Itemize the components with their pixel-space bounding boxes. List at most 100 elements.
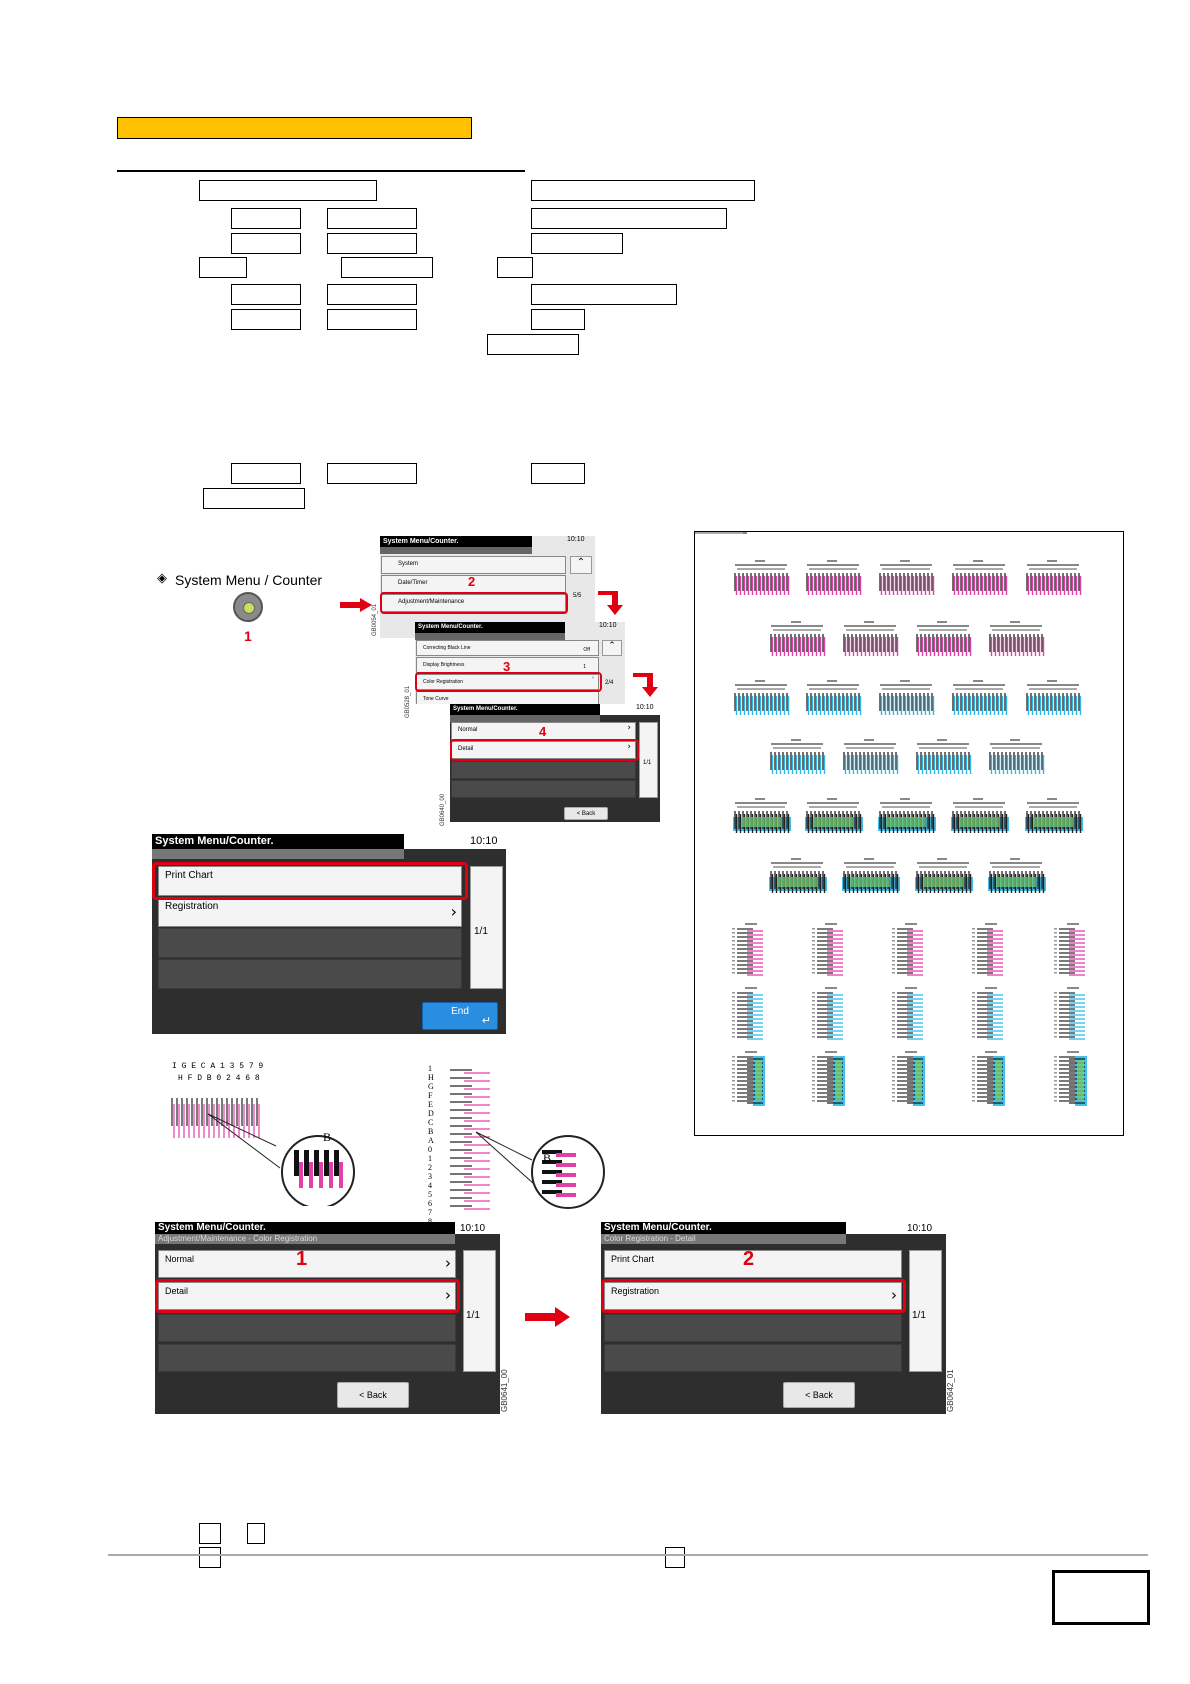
menu-item-print-chart[interactable]: Print Chart (158, 866, 462, 896)
chart-pattern (732, 923, 763, 976)
screen-adjust-color-registration: System Menu/Counter. Adjustment/Maintena… (155, 1222, 500, 1414)
chart-label-bottom: H F D B 0 2 4 6 8 (178, 1074, 260, 1083)
highlight-detail (450, 739, 639, 761)
chart-pattern (695, 532, 747, 534)
callout-3: 3 (503, 659, 511, 674)
image-code: GB0642_01 (946, 1369, 955, 1412)
chart-pattern (951, 798, 1009, 833)
scroll-bar[interactable] (909, 1250, 942, 1372)
menu-item-detail[interactable]: Detail› (158, 1282, 456, 1310)
menu-item-print-chart[interactable]: Print Chart (604, 1250, 902, 1278)
chart-pattern (805, 798, 863, 833)
chart-pattern (879, 680, 935, 715)
chart-pattern (879, 560, 935, 595)
chart-detail-vertical: 1 H G F E D C B A 0 1 2 3 4 5 6 7 8 9 B (428, 1062, 613, 1235)
highlight-print-chart (152, 862, 468, 900)
scroll-bar[interactable] (470, 866, 503, 989)
menu-item-system[interactable]: System (381, 556, 566, 574)
chart-pattern (770, 621, 826, 656)
scroll-up-button[interactable]: ⌃ (570, 556, 592, 574)
highlight-color-registration (415, 672, 602, 692)
highlight-adjustment (380, 592, 568, 614)
chart-pattern (806, 560, 862, 595)
arrow-right-icon (340, 598, 372, 612)
key-button-icon (233, 592, 263, 622)
magnifier-label: B (543, 1151, 552, 1165)
chart-detail-horizontal: I G E C A 1 3 5 7 9 H F D B 0 2 4 6 8 B (168, 1062, 373, 1207)
chart-fill (777, 877, 817, 887)
registration-chart-page (694, 531, 1124, 1136)
screen-adjustment-maintenance: System Menu/Counter. 10:10 Correcting Bl… (415, 622, 625, 704)
highlight-detail (155, 1279, 460, 1313)
chart-pattern (892, 987, 923, 1040)
menu-item-detail[interactable]: Detail› (451, 741, 636, 759)
chart-detail-bars (171, 1098, 260, 1138)
chart-fill (835, 1060, 842, 1100)
callout-1: 1 (244, 628, 252, 644)
enter-icon: ↵ (481, 1014, 491, 1027)
chart-pattern (732, 987, 763, 1040)
back-button[interactable]: < Back (564, 807, 608, 820)
chart-pattern (734, 680, 790, 715)
chart-fill (996, 877, 1036, 887)
chart-pattern (812, 923, 843, 976)
screen-color-registration: System Menu/Counter. 10:10 Normal› Detai… (450, 704, 660, 822)
end-button[interactable]: End↵ (422, 1002, 498, 1030)
footer-rule (108, 1554, 1148, 1556)
back-button[interactable]: < Back (337, 1382, 409, 1408)
magnifier-icon (281, 1135, 355, 1206)
chart-fill (755, 1060, 762, 1100)
chart-pattern (843, 621, 899, 656)
scroll-bar[interactable] (463, 1250, 496, 1372)
step-arrow-icon (598, 591, 623, 615)
chart-fill (923, 877, 963, 887)
menu-item-normal[interactable]: Normal› (158, 1250, 456, 1278)
screen-color-registration-normal: System Menu/Counter. 10:10 Print Chart R… (152, 834, 506, 1034)
step-arrow-icon (633, 673, 658, 697)
callout-2: 2 (468, 574, 476, 589)
chart-pattern (989, 739, 1045, 774)
system-menu-key[interactable]: ◈ System Menu / Counter 1 (157, 570, 337, 650)
chart-pattern (812, 987, 843, 1040)
screen-color-registration-detail: System Menu/Counter. Color Registration … (601, 1222, 946, 1414)
chart-pattern (1054, 923, 1085, 976)
clock: 10:10 (567, 536, 585, 543)
chart-pattern (988, 858, 1046, 893)
scroll-up-button[interactable]: ⌃ (602, 640, 622, 656)
menu-item-tone-curve[interactable]: Tone Curve (416, 691, 599, 704)
chart-fill (959, 817, 999, 827)
chart-fill (813, 817, 853, 827)
screen-system-menu: System Menu/Counter. 10:10 System Date/T… (380, 536, 595, 638)
chart-pattern (952, 560, 1008, 595)
system-menu-icon: ◈ (157, 571, 167, 586)
callout-1: 1 (296, 1248, 308, 1270)
chart-pattern (1054, 987, 1085, 1040)
header-rule (117, 170, 525, 172)
magnifier-label: B (323, 1130, 332, 1144)
chart-pattern (769, 858, 827, 893)
menu-item-registration[interactable]: Registration› (158, 897, 462, 927)
chart-pattern (843, 739, 899, 774)
chart-pattern (842, 858, 900, 893)
chart-fill (741, 817, 781, 827)
chart-pattern (952, 680, 1008, 715)
chart-fill (995, 1060, 1002, 1100)
section-banner (117, 117, 472, 139)
chart-pattern (892, 923, 923, 976)
menu-item-registration[interactable]: Registration› (604, 1282, 902, 1310)
chart-pattern (916, 739, 972, 774)
image-code: GB0641_00 (500, 1369, 509, 1412)
chart-fill (886, 817, 926, 827)
chart-pattern (1026, 680, 1082, 715)
chart-pattern (878, 798, 936, 833)
chart-patterns (695, 532, 1087, 1106)
system-menu-key-label: System Menu / Counter (175, 572, 323, 588)
chart-label-top: I G E C A 1 3 5 7 9 (172, 1062, 264, 1071)
back-button[interactable]: < Back (783, 1382, 855, 1408)
chart-pattern (915, 858, 973, 893)
magnifier-icon (531, 1135, 605, 1209)
chart-fill (850, 877, 890, 887)
chart-pattern (770, 739, 826, 774)
chart-pattern (806, 680, 862, 715)
